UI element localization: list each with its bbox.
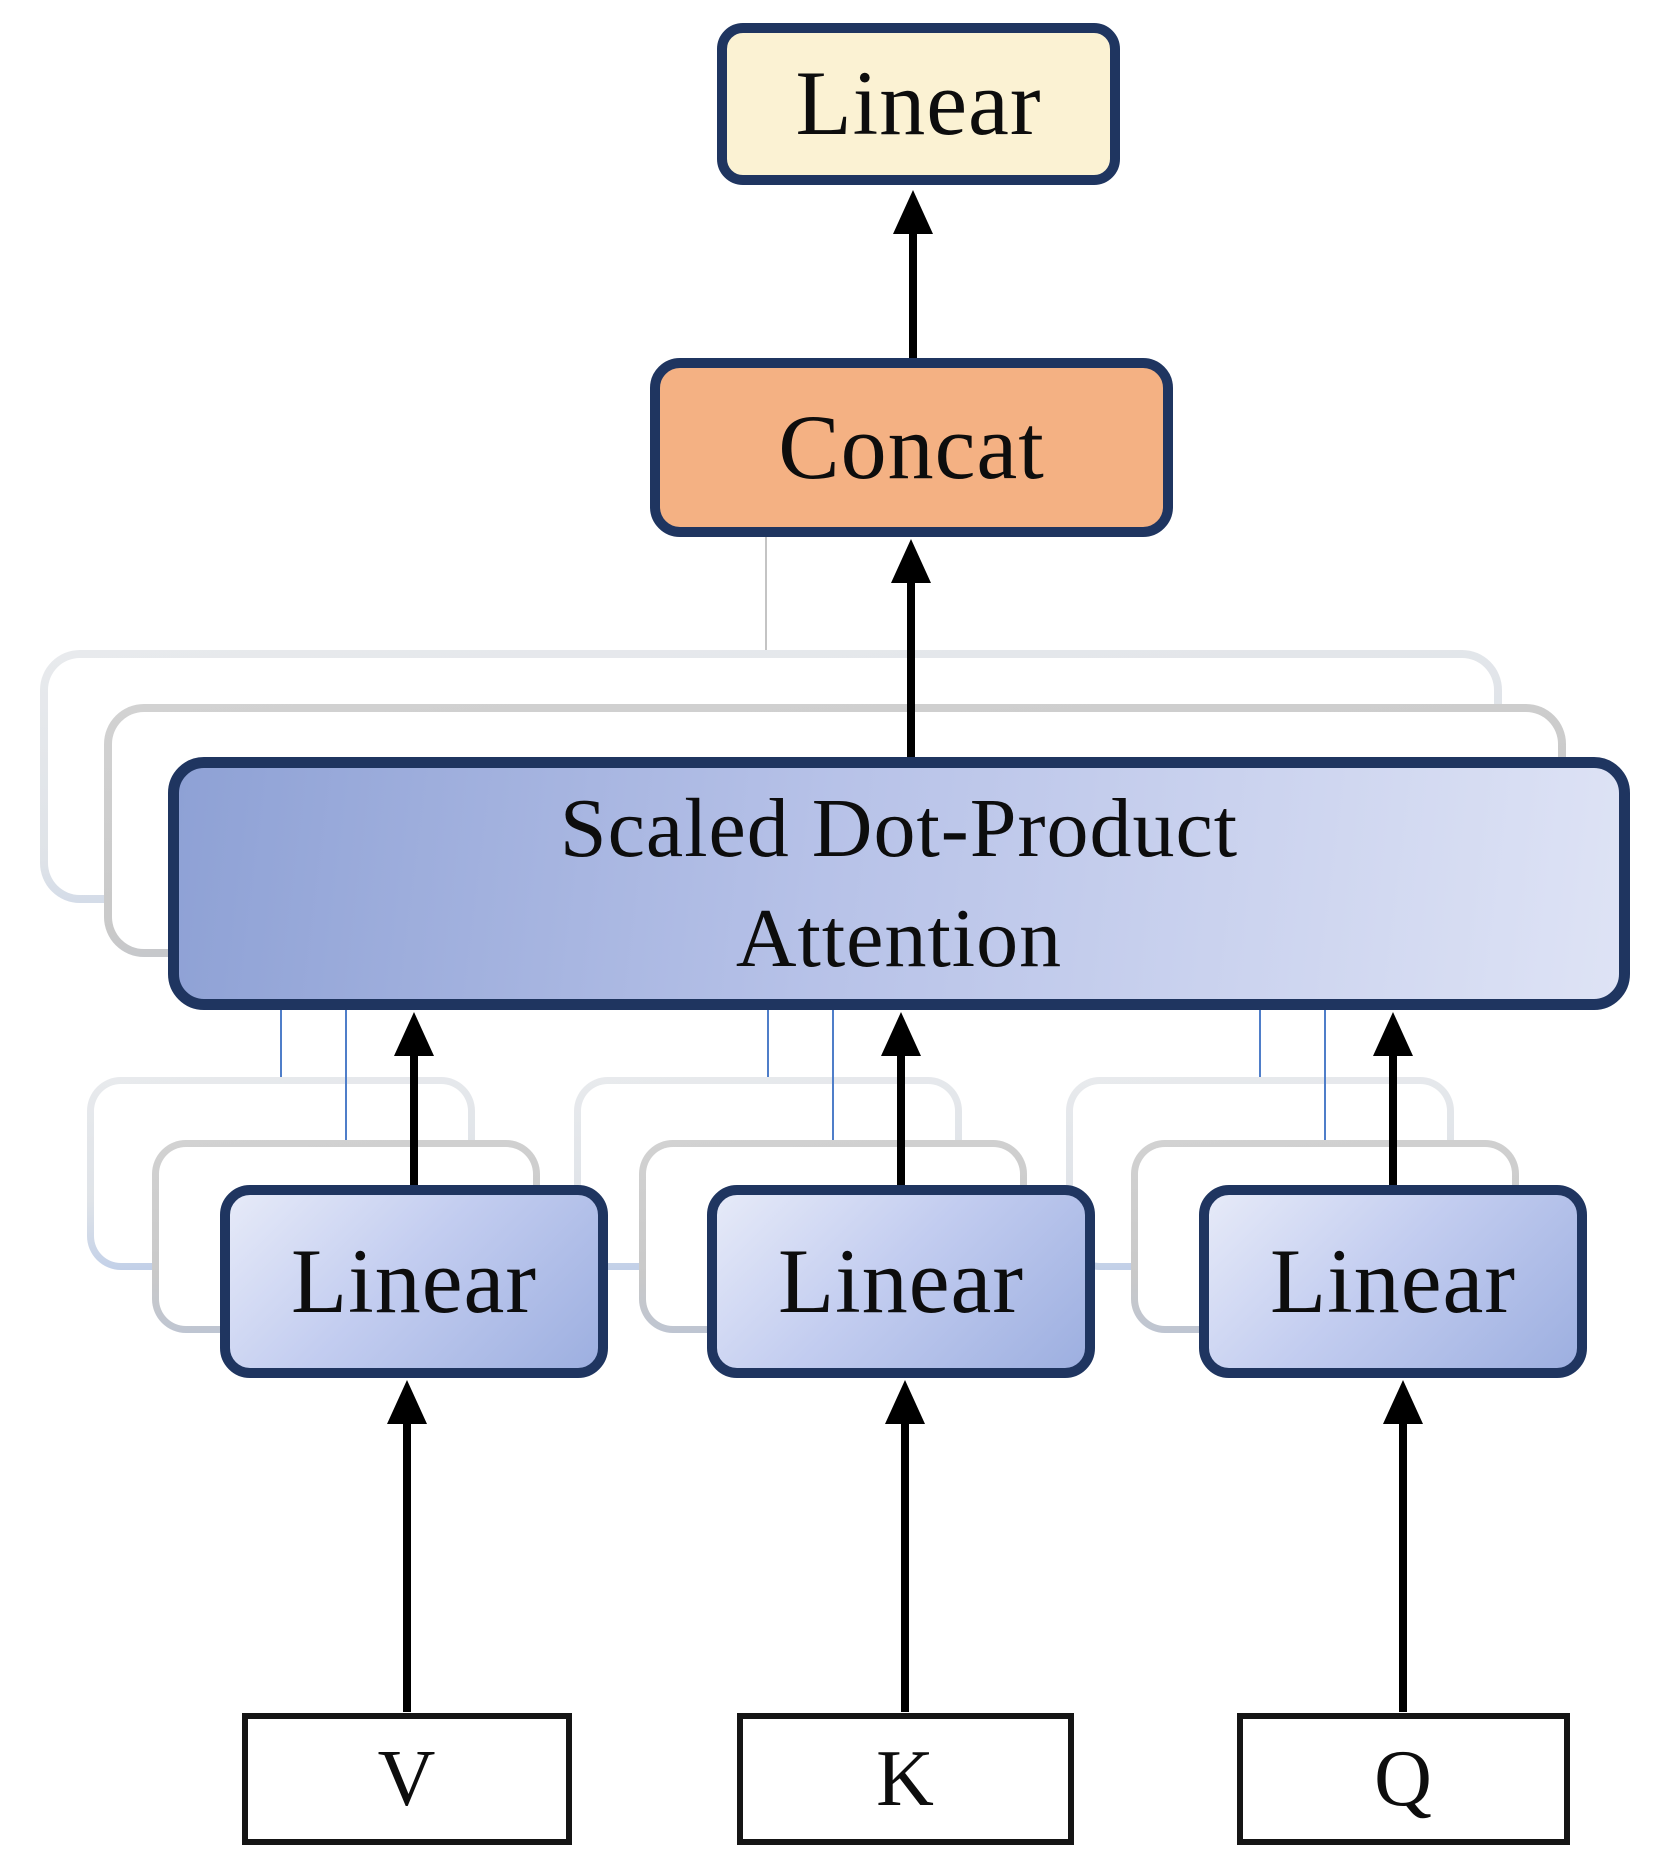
input-label-q: Q bbox=[1374, 1735, 1433, 1823]
linear-v-box: Linear bbox=[220, 1185, 608, 1378]
input-box-v: V bbox=[242, 1713, 572, 1845]
arrow-linear-q-to-attention bbox=[1373, 1012, 1413, 1185]
input-label-k: K bbox=[876, 1735, 935, 1823]
linear-k-box: Linear bbox=[707, 1185, 1095, 1378]
arrowhead-up-icon bbox=[893, 190, 933, 234]
connector-attention-to-linear-k-ghost-mid bbox=[832, 1010, 834, 1140]
linear-q-label: Linear bbox=[1269, 1229, 1517, 1332]
arrowhead-up-icon bbox=[387, 1380, 427, 1424]
arrow-linear-v-to-attention bbox=[394, 1012, 434, 1185]
arrow-shaft bbox=[1389, 1052, 1397, 1185]
arrowhead-up-icon bbox=[885, 1380, 925, 1424]
attention-label-line1: Scaled Dot-Product bbox=[559, 782, 1239, 876]
arrow-shaft bbox=[1399, 1420, 1407, 1712]
arrow-shaft bbox=[410, 1052, 418, 1185]
arrow-concat-to-output-linear bbox=[893, 190, 933, 358]
arrowhead-up-icon bbox=[394, 1012, 434, 1056]
concat-label: Concat bbox=[778, 395, 1045, 498]
arrowhead-up-icon bbox=[1383, 1380, 1423, 1424]
connector-attention-to-linear-q-ghost-mid bbox=[1324, 1010, 1326, 1140]
arrow-input-v-to-linear bbox=[387, 1380, 427, 1712]
arrow-linear-k-to-attention bbox=[881, 1012, 921, 1185]
arrow-shaft bbox=[909, 230, 917, 358]
arrowhead-up-icon bbox=[891, 539, 931, 583]
connector-attention-to-linear-v-ghost-back bbox=[280, 1010, 282, 1077]
linear-v-label: Linear bbox=[290, 1229, 538, 1332]
arrow-shaft bbox=[403, 1420, 411, 1712]
input-label-v: V bbox=[377, 1735, 437, 1823]
arrow-shaft bbox=[901, 1420, 909, 1712]
arrowhead-up-icon bbox=[881, 1012, 921, 1056]
arrow-shaft bbox=[907, 579, 915, 757]
concat-box: Concat bbox=[650, 358, 1173, 537]
connector-attention-to-linear-q-ghost-back bbox=[1259, 1010, 1261, 1077]
attention-label-line2: Attention bbox=[735, 891, 1063, 985]
input-box-k: K bbox=[737, 1713, 1074, 1845]
input-box-q: Q bbox=[1237, 1713, 1570, 1845]
connector-concat-to-attention-ghost bbox=[765, 537, 767, 650]
output-linear-label: Linear bbox=[795, 52, 1042, 155]
connector-attention-to-linear-k-ghost-back bbox=[767, 1010, 769, 1077]
output-linear-box: Linear bbox=[717, 23, 1120, 185]
linear-k-label: Linear bbox=[777, 1229, 1025, 1332]
connector-attention-to-linear-v-ghost-mid bbox=[345, 1010, 347, 1140]
arrowhead-up-icon bbox=[1373, 1012, 1413, 1056]
arrow-attention-to-concat bbox=[891, 539, 931, 757]
arrow-input-q-to-linear bbox=[1383, 1380, 1423, 1712]
arrow-shaft bbox=[897, 1052, 905, 1185]
linear-q-box: Linear bbox=[1199, 1185, 1587, 1378]
arrow-input-k-to-linear bbox=[885, 1380, 925, 1712]
